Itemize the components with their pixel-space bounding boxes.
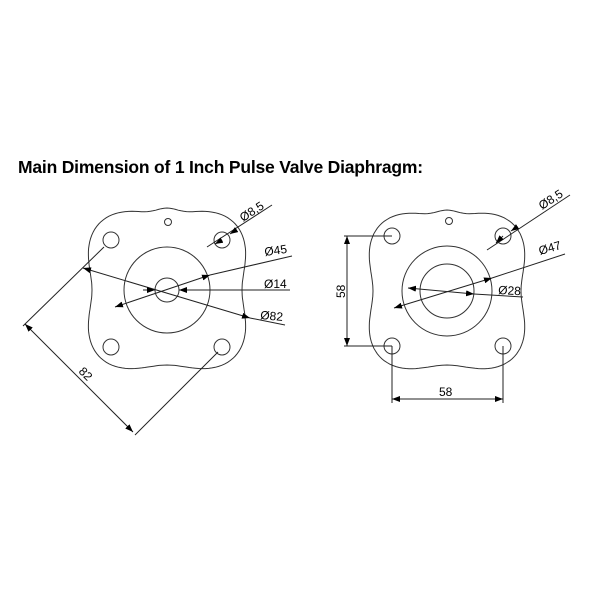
small-hole bbox=[445, 217, 453, 225]
label-82: 82 bbox=[76, 364, 96, 384]
label-d82: Ø82 bbox=[260, 308, 284, 324]
extension-line bbox=[22, 246, 105, 327]
bolt-hole bbox=[213, 231, 231, 249]
label-d8-5: Ø8,5 bbox=[536, 186, 566, 212]
dimension-line-d45 bbox=[114, 274, 211, 308]
arrow bbox=[510, 224, 520, 232]
dimension-line-d82 bbox=[82, 267, 251, 319]
left-diaphragm: 82 Ø82 Ø45 Ø14 Ø8,5 bbox=[22, 198, 293, 436]
bolt-hole bbox=[213, 338, 231, 356]
outer-ring bbox=[401, 245, 493, 337]
leader-line bbox=[473, 293, 524, 298]
dimension-line-82 bbox=[24, 323, 134, 433]
arrow bbox=[229, 227, 239, 235]
center-hole bbox=[419, 263, 475, 319]
right-outline bbox=[368, 209, 526, 370]
leader-line bbox=[209, 255, 293, 276]
bolt-hole bbox=[494, 227, 512, 245]
label-58-horizontal: 58 bbox=[439, 385, 453, 399]
right-diaphragm: 58 58 Ø47 Ø28 Ø8,5 bbox=[334, 186, 571, 403]
bolt-hole bbox=[102, 231, 120, 249]
label-d45: Ø45 bbox=[263, 242, 288, 259]
label-58-vertical: 58 bbox=[334, 284, 348, 298]
leader-line bbox=[249, 317, 286, 326]
label-d28: Ø28 bbox=[498, 283, 522, 298]
arrow bbox=[495, 235, 504, 244]
dimension-line-d47 bbox=[393, 277, 493, 309]
bolt-hole bbox=[102, 338, 120, 356]
small-hole bbox=[164, 218, 172, 226]
label-d8-5: Ø8,5 bbox=[237, 198, 267, 224]
extension-line bbox=[134, 351, 219, 436]
dimension-line-d28 bbox=[407, 285, 475, 297]
arrow bbox=[214, 237, 224, 245]
leader-line bbox=[491, 253, 566, 279]
label-d14: Ø14 bbox=[264, 277, 287, 291]
diagram-title: Main Dimension of 1 Inch Pulse Valve Dia… bbox=[18, 157, 423, 177]
label-d47: Ø47 bbox=[537, 238, 563, 258]
